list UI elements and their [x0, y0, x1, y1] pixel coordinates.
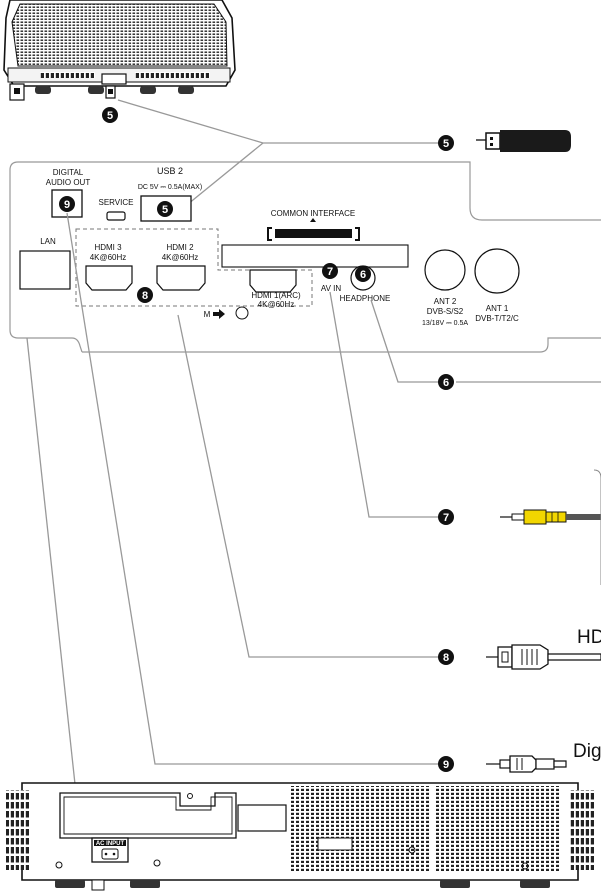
- badge-6-right: 6: [438, 374, 454, 390]
- av-cable-icon: [500, 469, 601, 585]
- ant1-port: [474, 248, 520, 294]
- badge-8-panel: 8: [137, 287, 153, 303]
- label-lan: LAN: [40, 237, 56, 246]
- optical-cable-icon: [486, 755, 567, 773]
- hdmi-cable-icon: [486, 644, 601, 670]
- svg-text:5: 5: [443, 138, 449, 150]
- service-port: [106, 211, 126, 221]
- label-digital: DIGITAL: [53, 168, 84, 177]
- hdmi3-port: [85, 265, 133, 291]
- label-hdmi3: HDMI 3: [94, 243, 122, 252]
- bottom-projector-illustration: [6, 782, 594, 891]
- label-common-interface: COMMON INTERFACE: [271, 209, 355, 218]
- label-audio-out: AUDIO OUT: [46, 178, 91, 187]
- badge-5-top: 5: [102, 107, 118, 123]
- leader-hdmi: [177, 314, 438, 658]
- label-hdmi2-spec: 4K@60Hz: [162, 253, 199, 262]
- leader-bottom-device: [26, 337, 79, 813]
- label-ant2-std: DVB-S/S2: [427, 307, 464, 316]
- svg-text:5: 5: [162, 204, 168, 216]
- label-hdmi1: HDMI 1(ARC): [251, 291, 301, 300]
- svg-text:7: 7: [327, 266, 333, 278]
- hdmi2-port: [156, 265, 206, 291]
- badge-5-right: 5: [438, 135, 454, 151]
- label-usb-rating: DC 5V ⎓ 0.5A(MAX): [138, 184, 202, 191]
- svg-text:9: 9: [64, 199, 70, 211]
- hdmi1-port: [249, 269, 297, 293]
- svg-text:8: 8: [443, 652, 449, 664]
- label-ant1: ANT 1: [486, 304, 509, 313]
- label-av-in: AV IN: [321, 284, 342, 293]
- svg-text:8: 8: [142, 290, 148, 302]
- label-ant2: ANT 2: [434, 297, 457, 306]
- badge-5-panel: 5: [157, 201, 173, 217]
- lan-port: [19, 250, 71, 290]
- hdmi-cable-text: HD: [577, 627, 601, 648]
- leader-headphone: [370, 299, 438, 383]
- optical-cable-text: Dig: [573, 741, 601, 762]
- label-hdmi1-spec: 4K@60Hz: [258, 300, 295, 309]
- badge-8-right: 8: [438, 649, 454, 665]
- badge-6-panel: 6: [355, 266, 371, 282]
- ci-slot: [275, 229, 352, 238]
- svg-text:5: 5: [107, 110, 113, 122]
- badge-9-right: 9: [438, 756, 454, 772]
- m-arrow-icon: [213, 309, 225, 319]
- usb-stick-icon: [476, 130, 571, 152]
- hdmi-group-outline: [75, 228, 313, 307]
- label-m: M: [204, 310, 211, 319]
- label-usb2: USB 2: [157, 166, 183, 176]
- leader-av: [329, 291, 438, 518]
- svg-text:7: 7: [443, 512, 449, 524]
- m-hole: [235, 306, 249, 320]
- leader-usb-top: [117, 99, 438, 144]
- connector-panel: [9, 161, 601, 353]
- label-hdmi3-spec: 4K@60Hz: [90, 253, 127, 262]
- leader-digital: [66, 212, 438, 765]
- top-projector-illustration: [3, 0, 236, 101]
- badge-9-panel: 9: [59, 196, 75, 212]
- label-hdmi2: HDMI 2: [166, 243, 194, 252]
- svg-text:6: 6: [443, 377, 449, 389]
- svg-text:6: 6: [360, 269, 366, 281]
- ant2-port: [424, 249, 466, 291]
- ci-arrow-icon: [310, 218, 316, 222]
- label-ant2-rating: 13/18V ⎓ 0.5A: [422, 320, 468, 327]
- label-ac-input: AC INPUT: [96, 841, 125, 847]
- ci-recess: [221, 244, 409, 268]
- badge-7-right: 7: [438, 509, 454, 525]
- label-service: SERVICE: [99, 198, 134, 207]
- badge-7-panel: 7: [322, 263, 338, 279]
- label-ant1-std: DVB-T/T2/C: [475, 314, 519, 323]
- ci-bracket: [267, 227, 360, 241]
- label-headphone: HEADPHONE: [340, 294, 391, 303]
- svg-text:9: 9: [443, 759, 449, 771]
